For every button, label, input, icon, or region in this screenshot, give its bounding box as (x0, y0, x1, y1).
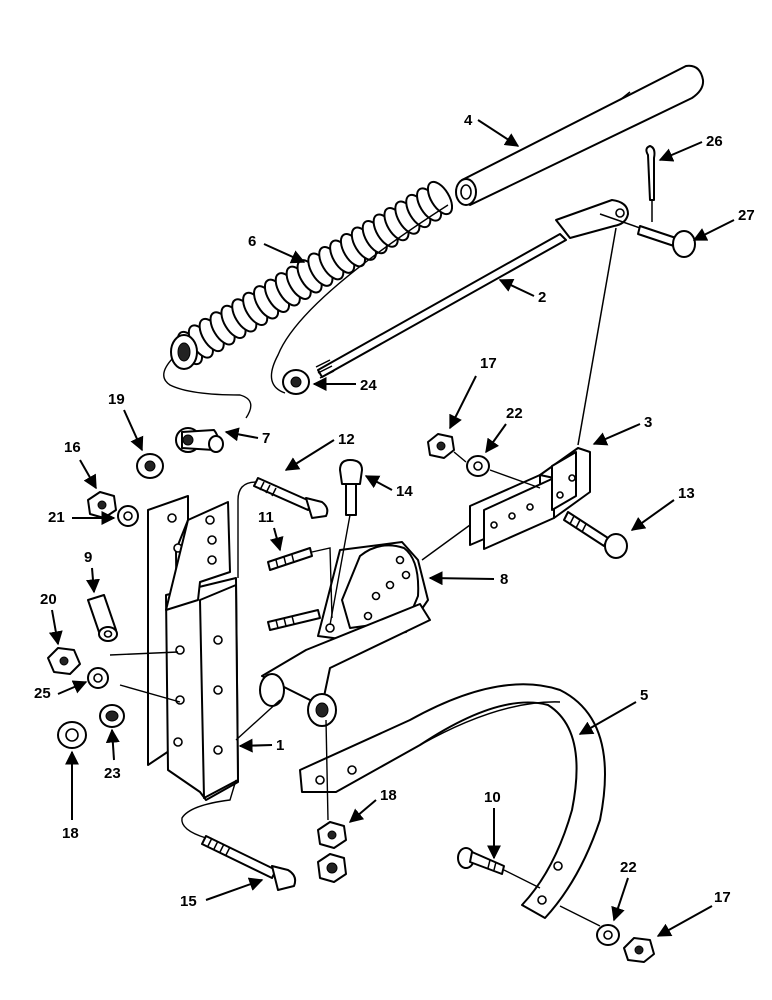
callout-8: 8 (428, 571, 508, 588)
callout-23: 23 (104, 728, 121, 782)
callout-19: 19 (108, 391, 144, 452)
callout-27: 27 (692, 207, 755, 241)
part-23-washer (99, 704, 125, 728)
label-7: 7 (262, 430, 270, 447)
callout-20: 20 (40, 591, 63, 646)
part-15-bolt (181, 779, 297, 891)
part-10-bolt (457, 847, 541, 889)
label-20: 20 (40, 591, 57, 608)
callout-17-lower: 17 (656, 889, 731, 937)
part-22-washer-lower (596, 924, 620, 946)
callout-4: 4 (464, 112, 520, 147)
callout-14: 14 (364, 475, 413, 500)
label-14: 14 (396, 483, 413, 500)
part-1-frame (109, 495, 281, 801)
part-18-nut-lower (317, 821, 347, 883)
callout-26: 26 (658, 133, 723, 162)
label-16: 16 (64, 439, 81, 456)
part-19-nut (136, 453, 164, 479)
callout-11: 11 (258, 509, 284, 552)
callout-7: 7 (224, 427, 270, 447)
label-19: 19 (108, 391, 125, 408)
part-21-washer (117, 505, 139, 527)
part-12-bolt (237, 477, 329, 578)
label-4: 4 (464, 112, 473, 129)
callout-18-left: 18 (62, 750, 79, 842)
callout-22-lower: 22 (611, 859, 637, 922)
part-11-stud (267, 547, 333, 631)
part-25-washer (87, 667, 109, 689)
callout-18-lower: 18 (348, 787, 397, 823)
callout-1: 1 (238, 737, 284, 754)
label-6: 6 (248, 233, 256, 250)
label-10: 10 (484, 789, 501, 806)
part-16-nut (87, 491, 117, 519)
part-6-spring (163, 180, 454, 419)
callout-9: 9 (84, 549, 100, 594)
callout-10: 10 (484, 789, 501, 860)
callout-12: 12 (284, 431, 355, 471)
part-3-bracket (421, 447, 591, 561)
part-2-rod (270, 199, 629, 446)
label-5: 5 (640, 687, 648, 704)
label-17-lower: 17 (714, 889, 731, 906)
label-11: 11 (258, 509, 274, 526)
part-17-nut-upper (427, 433, 455, 459)
callout-25: 25 (34, 680, 88, 702)
label-22-upper: 22 (506, 405, 523, 422)
label-24: 24 (360, 377, 377, 394)
label-18-lower: 18 (380, 787, 397, 804)
part-20-nut (47, 647, 81, 675)
label-9: 9 (84, 549, 92, 566)
label-22-lower: 22 (620, 859, 637, 876)
part-18-nut-left (57, 721, 87, 749)
part-8-hinge-bracket (259, 541, 431, 727)
callouts: 4 26 27 6 2 24 17 22 (34, 112, 755, 937)
part-26-cotter-pin (645, 145, 656, 222)
part-27-clevis-pin (599, 213, 696, 258)
label-2: 2 (538, 289, 546, 306)
callout-16: 16 (64, 439, 97, 490)
callout-24: 24 (312, 377, 377, 394)
label-23: 23 (104, 765, 121, 782)
callout-3: 3 (592, 414, 652, 446)
part-14-bolt (329, 459, 363, 626)
part-5-shank (299, 683, 606, 927)
callout-13: 13 (630, 485, 695, 531)
label-3: 3 (644, 414, 652, 431)
callout-15: 15 (180, 877, 264, 910)
label-8: 8 (500, 571, 508, 588)
part-22-washer-upper (453, 451, 541, 489)
part-4-handle-tube (455, 64, 705, 206)
callout-6: 6 (248, 233, 306, 264)
label-27: 27 (738, 207, 755, 224)
label-12: 12 (338, 431, 355, 448)
callout-5: 5 (578, 687, 648, 735)
part-17-nut-lower (623, 937, 655, 963)
callout-21: 21 (48, 509, 116, 526)
callout-2: 2 (498, 279, 546, 306)
callout-17-upper: 17 (449, 355, 497, 430)
part-13-bolt (563, 511, 628, 559)
label-25: 25 (34, 685, 51, 702)
label-17-upper: 17 (480, 355, 497, 372)
label-18-left: 18 (62, 825, 79, 842)
part-7-pivot-block (175, 427, 224, 453)
label-26: 26 (706, 133, 723, 150)
label-15: 15 (180, 893, 197, 910)
label-13: 13 (678, 485, 695, 502)
label-21: 21 (48, 509, 65, 526)
callout-22-upper: 22 (485, 405, 523, 454)
label-1: 1 (276, 737, 284, 754)
part-9-sleeve (87, 594, 118, 642)
part-24-nut (282, 369, 310, 395)
